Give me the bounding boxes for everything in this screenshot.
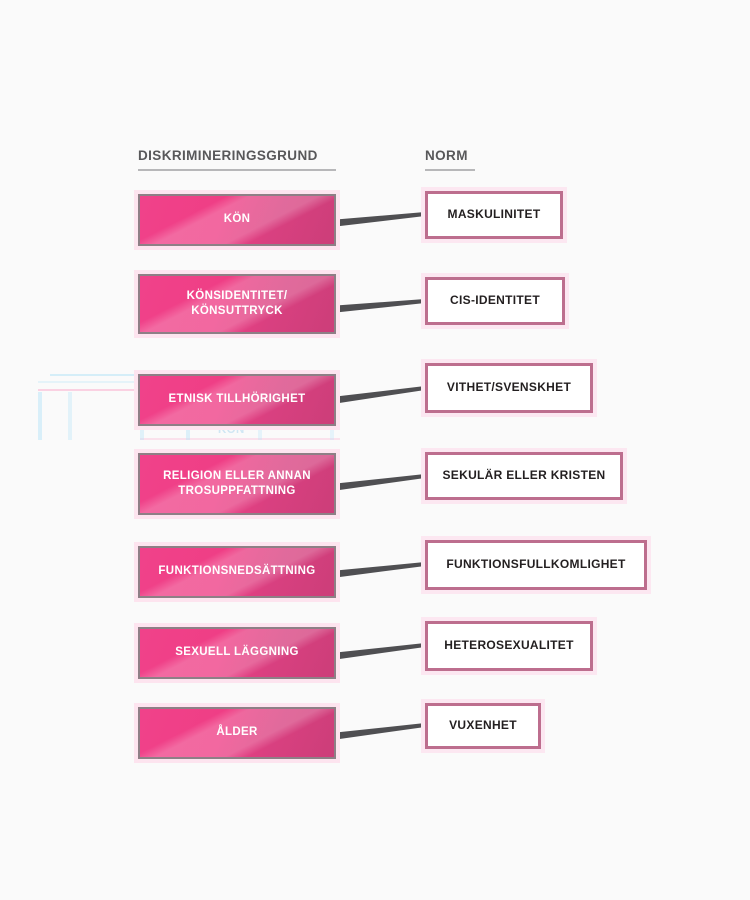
connector-etnisk bbox=[336, 386, 425, 404]
connector-sexuell bbox=[336, 643, 425, 660]
ground-label-etnisk: ETNISK TILLHÖRIGHET bbox=[168, 393, 306, 406]
norm-box-etnisk[interactable]: VITHET/SVENSKHET bbox=[425, 363, 593, 413]
norm-label-etnisk: VITHET/SVENSKHET bbox=[446, 380, 572, 395]
ground-label-konsidentitet: KÖNSIDENTITET/KÖNSUTTRYCK bbox=[186, 289, 288, 317]
ground-box-alder[interactable]: ÅLDER bbox=[138, 707, 336, 759]
ground-label-kon: KÖN bbox=[223, 213, 251, 226]
norm-box-sexuell[interactable]: HETEROSEXUALITET bbox=[425, 621, 593, 671]
norm-label-alder: VUXENHET bbox=[449, 718, 517, 733]
ground-box-etnisk[interactable]: ETNISK TILLHÖRIGHET bbox=[138, 374, 336, 426]
connector-konsidentitet bbox=[336, 299, 425, 313]
ground-label-sexuell: SEXUELL LÄGGNING bbox=[175, 646, 299, 659]
ground-box-sexuell[interactable]: SEXUELL LÄGGNING bbox=[138, 627, 336, 679]
norm-box-alder[interactable]: VUXENHET bbox=[425, 703, 541, 749]
connector-religion bbox=[336, 474, 425, 491]
norm-box-kon[interactable]: MASKULINITET bbox=[425, 191, 563, 239]
connector-alder bbox=[336, 723, 425, 740]
norm-label-funktion: FUNKTIONSFULLKOMLIGHET bbox=[446, 557, 626, 572]
norm-label-konsidentitet: CIS-IDENTITET bbox=[450, 293, 540, 308]
connector-funktion bbox=[336, 562, 425, 578]
norm-box-religion[interactable]: SEKULÄR ELLER KRISTEN bbox=[425, 452, 623, 500]
norm-label-religion: SEKULÄR ELLER KRISTEN bbox=[442, 468, 606, 483]
ground-box-konsidentitet[interactable]: KÖNSIDENTITET/KÖNSUTTRYCK bbox=[138, 274, 336, 334]
ground-box-funktion[interactable]: FUNKTIONSNEDSÄTTNING bbox=[138, 546, 336, 598]
column-header-discrimination-ground: DISKRIMINERINGSGRUND bbox=[138, 148, 336, 171]
norm-label-kon: MASKULINITET bbox=[447, 207, 541, 222]
norm-box-funktion[interactable]: FUNKTIONSFULLKOMLIGHET bbox=[425, 540, 647, 590]
ground-box-kon[interactable]: KÖN bbox=[138, 194, 336, 246]
column-header-norm: NORM bbox=[425, 148, 475, 171]
norm-label-sexuell: HETEROSEXUALITET bbox=[444, 638, 574, 653]
norm-box-konsidentitet[interactable]: CIS-IDENTITET bbox=[425, 277, 565, 325]
connector-kon bbox=[336, 212, 425, 227]
ground-label-alder: ÅLDER bbox=[216, 726, 258, 739]
ground-label-funktion: FUNKTIONSNEDSÄTTNING bbox=[158, 565, 316, 578]
